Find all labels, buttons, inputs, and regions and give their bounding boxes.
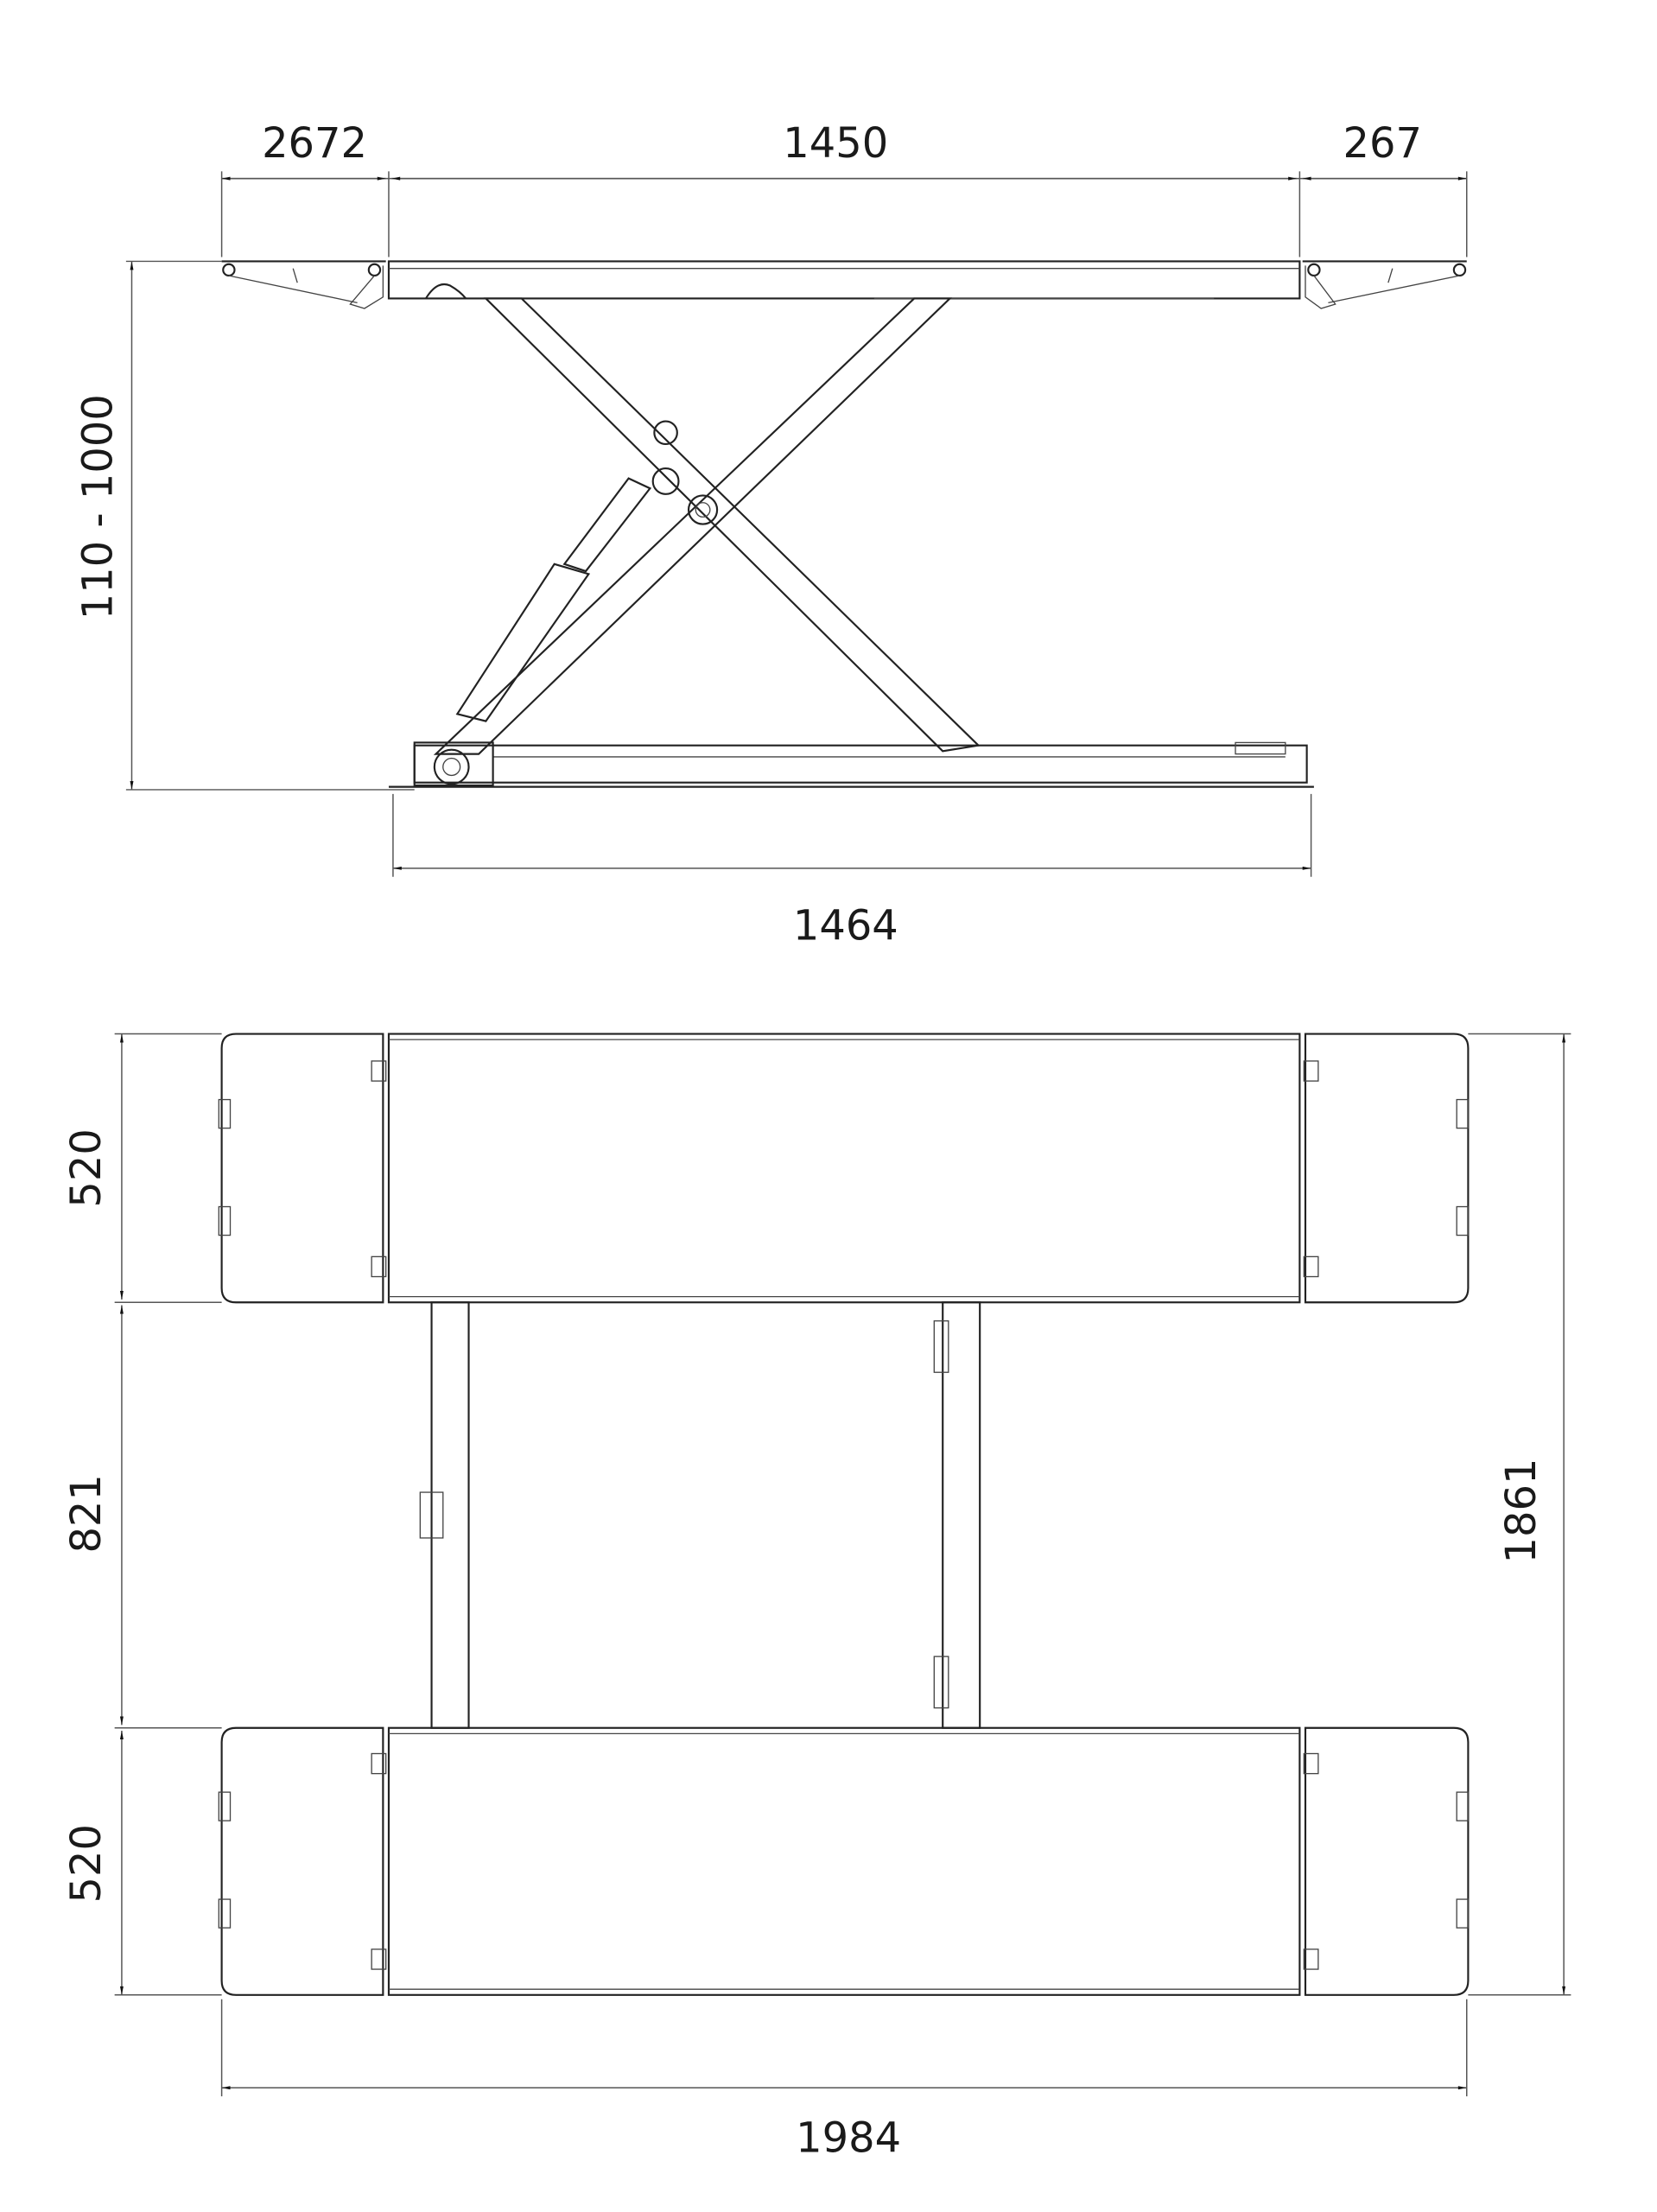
- dim-bottom-platform-width: 520: [63, 1824, 111, 1903]
- side-view: 2672 1450 267: [74, 120, 1468, 950]
- overall-width-dimension: [1468, 1033, 1571, 1996]
- hydraulic-cylinder-rod: [562, 477, 652, 573]
- dim-gap-width: 821: [63, 1474, 111, 1553]
- dim-height-range: 110 - 1000: [74, 394, 122, 620]
- left-ramp: [221, 260, 386, 309]
- bottom-runway: [218, 1726, 1470, 1996]
- dim-base-length: 1464: [793, 902, 898, 950]
- left-dimension-chain: [114, 1033, 222, 1996]
- center-beams: [419, 1301, 981, 1729]
- plan-view: 520 821 520 1861 1984: [63, 1033, 1571, 2163]
- lift-platform: [387, 260, 1301, 300]
- top-runway: [218, 1033, 1470, 1304]
- right-ramp: [1302, 260, 1467, 309]
- base-length-dimension: [392, 793, 1312, 877]
- dim-overall-width: 1861: [1498, 1459, 1546, 1564]
- height-dimension: [125, 260, 415, 791]
- lift-base: [388, 741, 1314, 788]
- dim-top-platform-width: 520: [63, 1128, 111, 1207]
- scissor-arms: [433, 297, 981, 755]
- dim-right-ramp: 267: [1343, 120, 1422, 168]
- dim-platform-length: 1450: [783, 120, 888, 168]
- hydraulic-cylinder: [455, 563, 591, 722]
- overall-length-dimension: [220, 1999, 1468, 2097]
- top-dimension-chain: [220, 171, 1468, 257]
- dim-overall-length: 1984: [796, 2115, 901, 2163]
- dim-left-ramp: 2672: [262, 120, 367, 168]
